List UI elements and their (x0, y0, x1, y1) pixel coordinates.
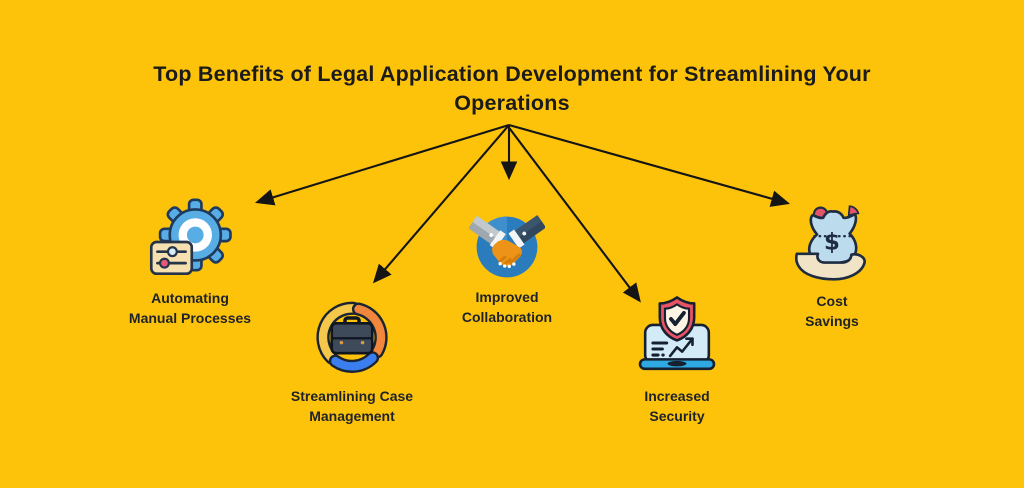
arrow-to-streamlining (372, 124, 510, 284)
gear-sliders-icon (149, 198, 232, 276)
benefit-improved-collaboration: Improved Collaboration (422, 209, 592, 327)
benefit-label: Streamlining Case Management (290, 388, 414, 424)
benefit-automating-manual-processes: Automating Manual Processes (105, 198, 275, 328)
svg-text:$: $ (824, 229, 840, 255)
arrow-to-security (506, 124, 641, 303)
handshake-icon (469, 215, 545, 278)
benefit-cost-savings: $ Cost Savings (747, 201, 917, 331)
benefit-label: Improved Collaboration (461, 289, 553, 325)
shield-check-laptop-icon (638, 296, 716, 371)
benefit-increased-security: Increased Security (592, 294, 762, 426)
benefit-label: Automating Manual Processes (128, 290, 252, 326)
money-bag-hand-icon: $ (794, 205, 866, 281)
benefit-label: Cost Savings (805, 293, 859, 329)
arrow-to-cost-savings (508, 123, 791, 207)
benefit-streamlining-case-management: Streamlining Case Management (267, 296, 437, 426)
benefit-label: Increased Security (644, 388, 710, 424)
page-title: Top Benefits of Legal Application Develo… (153, 62, 871, 115)
arrow-to-automating (254, 123, 510, 206)
briefcase-progress-ring-icon (316, 301, 388, 373)
